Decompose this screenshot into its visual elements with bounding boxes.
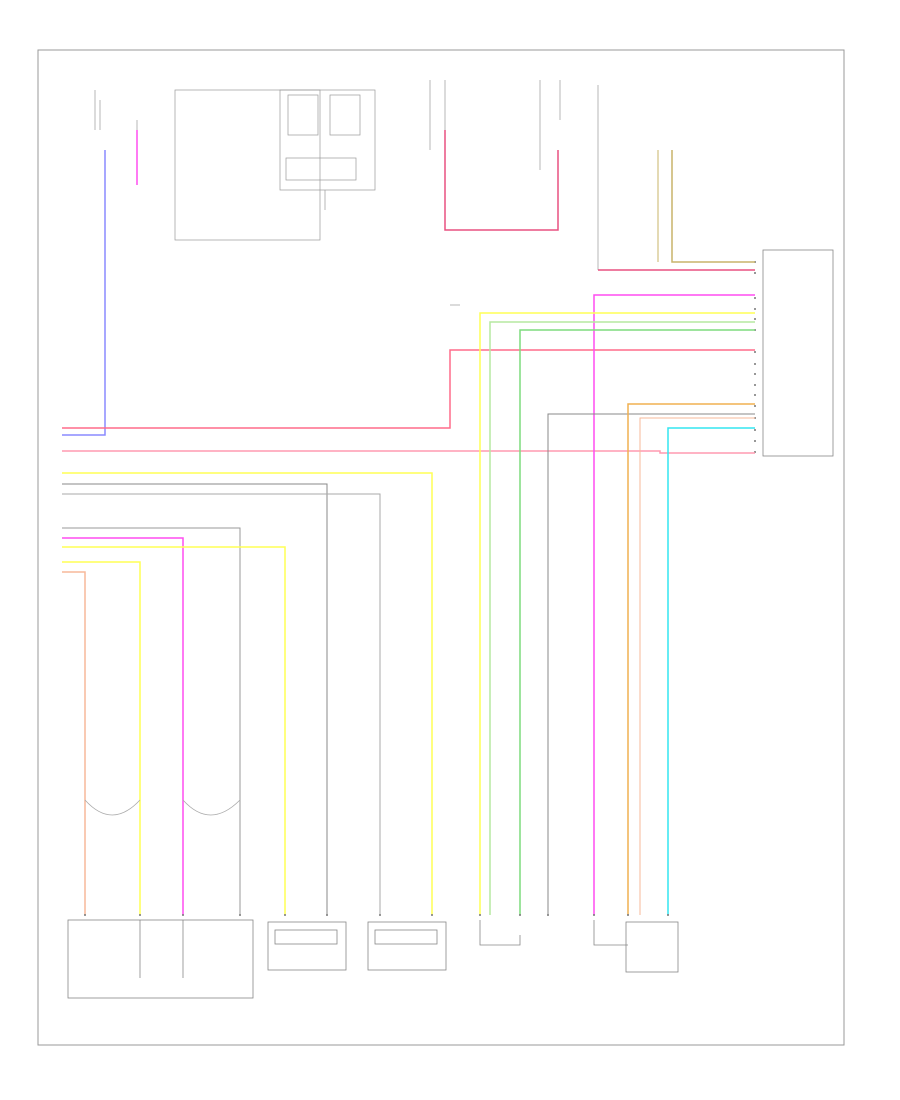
wire-yellow-sensors-2 (62, 561, 141, 915)
wire-cyan (667, 427, 755, 915)
wire-light-green (489, 321, 755, 915)
wire-light-gray-left (62, 493, 381, 915)
wire-pink-lower (62, 450, 755, 454)
wire-gray-sensors (62, 527, 241, 915)
wire-gray-left (62, 483, 328, 915)
wire-magenta-sensors (62, 537, 184, 915)
sensor-loops (84, 799, 241, 816)
wire-orange-right (627, 403, 755, 915)
wires (62, 130, 755, 915)
top-supply-block (94, 80, 599, 270)
wire-magenta-right (593, 294, 755, 915)
control-module (762, 249, 834, 457)
feed-stubs (324, 190, 460, 306)
wire-orange-light (639, 417, 755, 915)
wire-green (519, 329, 755, 915)
wire-gray-right (547, 413, 755, 915)
wire-yellow-right (479, 312, 755, 915)
wire-yellow-sensors (62, 546, 286, 915)
sensor-assembly (67, 919, 254, 999)
diagram-frame (37, 49, 845, 1046)
module-right-bracket (593, 920, 628, 946)
wire-tan (671, 150, 755, 263)
control-module-pins (754, 261, 756, 453)
switch-right (367, 921, 447, 971)
wire-blue (62, 150, 106, 436)
wire-pink-feed (444, 130, 559, 231)
wire-pink-main (62, 349, 755, 429)
switch-left (267, 921, 347, 971)
wire-yellow-left (62, 472, 433, 915)
sensor-right-bracket (479, 920, 521, 946)
wire-ends (84, 914, 669, 916)
module-right-box (625, 921, 679, 973)
bottom-components (67, 919, 679, 999)
wire-orange-light-sensors (62, 571, 86, 915)
